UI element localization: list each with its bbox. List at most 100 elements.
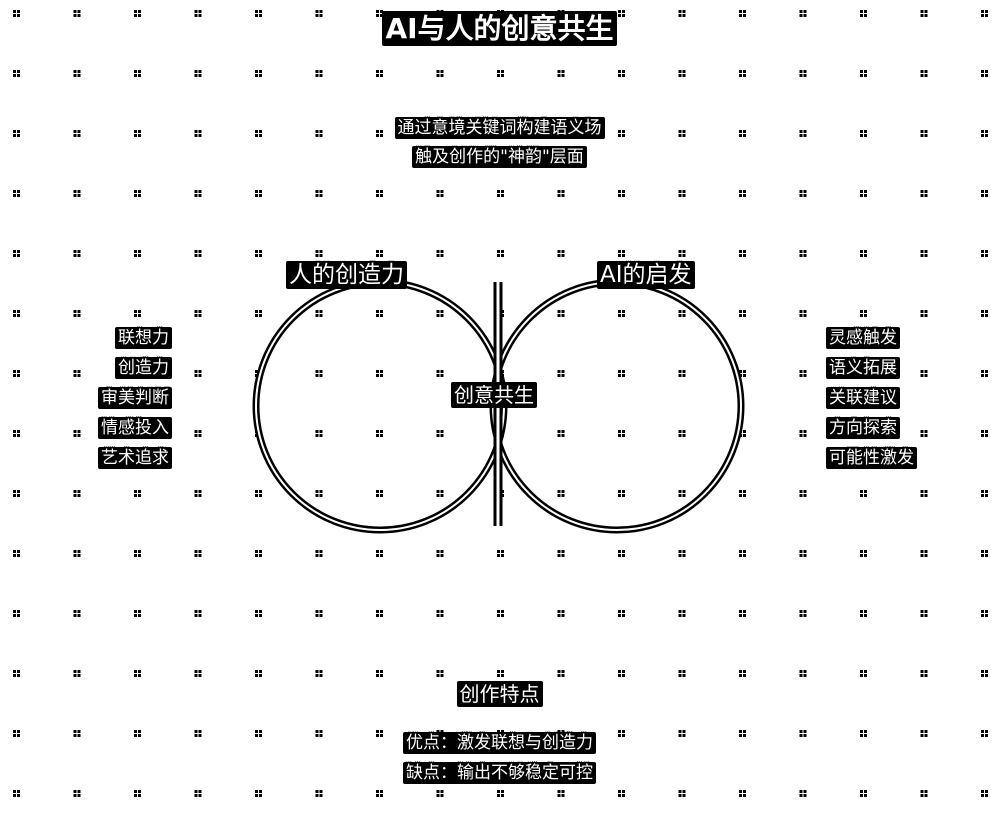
grid-dot xyxy=(860,250,867,257)
grid-dot xyxy=(436,70,444,77)
grid-dot xyxy=(73,730,81,737)
intro-line-1-text: 通过意境关键词构建语义场 xyxy=(394,117,605,139)
grid-dot xyxy=(618,670,625,677)
ai-trait-text: 灵感触发 xyxy=(826,327,900,349)
grid-dot xyxy=(739,490,746,497)
grid-dot xyxy=(920,490,928,497)
grid-dot xyxy=(920,670,928,677)
grid-dot xyxy=(739,610,746,617)
grid-dot xyxy=(13,610,20,617)
ai-trait-item: 关联建议 xyxy=(826,383,936,413)
grid-dot xyxy=(981,730,988,737)
grid-dot xyxy=(13,730,20,737)
grid-dot xyxy=(194,730,202,737)
grid-dot xyxy=(618,190,625,197)
grid-dot xyxy=(315,790,323,797)
grid-dot xyxy=(799,610,807,617)
grid-dot xyxy=(860,190,867,197)
grid-dot xyxy=(799,10,807,17)
grid-dot xyxy=(134,10,141,17)
grid-dot xyxy=(73,490,81,497)
grid-dot xyxy=(194,550,202,557)
grid-dot xyxy=(799,310,807,317)
grid-dot xyxy=(436,190,444,197)
grid-dot xyxy=(920,10,928,17)
grid-dot xyxy=(376,610,383,617)
grid-dot xyxy=(618,250,625,257)
human-trait-item: 情感投入 xyxy=(92,413,172,443)
page-title: AI与人的创意共生 xyxy=(0,11,999,46)
grid-dot xyxy=(73,10,81,17)
grid-dot xyxy=(255,130,262,137)
intro-line-2: 触及创作的"神韵"层面 xyxy=(0,146,999,168)
grid-dot xyxy=(73,190,81,197)
grid-dot xyxy=(799,550,807,557)
grid-dot xyxy=(920,310,928,317)
grid-dot xyxy=(13,130,20,137)
grid-dot xyxy=(255,490,262,497)
human-trait-text: 艺术追求 xyxy=(98,447,172,469)
grid-dot xyxy=(497,70,504,77)
grid-dot xyxy=(739,130,746,137)
grid-dot xyxy=(134,70,141,77)
overlap-label: 创意共生 xyxy=(451,382,537,408)
grid-dot xyxy=(315,250,323,257)
grid-dot xyxy=(315,190,323,197)
grid-dot xyxy=(678,130,686,137)
grid-dot xyxy=(678,610,686,617)
grid-dot xyxy=(13,490,20,497)
grid-dot xyxy=(315,10,323,17)
grid-dot xyxy=(134,490,141,497)
grid-dot xyxy=(436,370,444,377)
ai-trait-item: 语义拓展 xyxy=(826,353,936,383)
grid-dot xyxy=(618,610,625,617)
grid-dot xyxy=(73,130,81,137)
grid-dot xyxy=(73,790,81,797)
grid-dot xyxy=(920,70,928,77)
grid-dot xyxy=(73,430,81,437)
features-heading-text: 创作特点 xyxy=(456,681,543,707)
grid-dot xyxy=(194,370,202,377)
grid-dot xyxy=(315,370,323,377)
grid-dot xyxy=(920,250,928,257)
grid-dot xyxy=(73,550,81,557)
grid-dot xyxy=(860,130,867,137)
grid-dot xyxy=(981,490,988,497)
grid-dot xyxy=(920,790,928,797)
grid-dot xyxy=(376,70,383,77)
grid-dot xyxy=(557,670,565,677)
grid-dot xyxy=(557,430,565,437)
grid-dot xyxy=(315,670,323,677)
grid-dot xyxy=(739,670,746,677)
human-trait-text: 情感投入 xyxy=(98,417,172,439)
grid-dot xyxy=(739,790,746,797)
grid-dot xyxy=(981,70,988,77)
grid-dot xyxy=(436,310,444,317)
grid-dot xyxy=(739,550,746,557)
grid-dot xyxy=(497,610,504,617)
grid-dot xyxy=(799,490,807,497)
grid-dot xyxy=(134,790,141,797)
grid-dot xyxy=(436,250,444,257)
grid-dot xyxy=(860,790,867,797)
grid-dot xyxy=(315,490,323,497)
ai-circle-label: AI的启发 xyxy=(597,261,695,289)
ai-trait-text: 可能性激发 xyxy=(826,447,917,469)
grid-dot xyxy=(255,730,262,737)
grid-dot xyxy=(255,190,262,197)
human-trait-text: 创造力 xyxy=(115,357,172,379)
intro-line-1: 通过意境关键词构建语义场 xyxy=(0,117,999,139)
human-trait-item: 审美判断 xyxy=(92,383,172,413)
grid-dot xyxy=(255,610,262,617)
grid-dot xyxy=(194,10,202,17)
grid-dot xyxy=(255,550,262,557)
grid-dot xyxy=(134,250,141,257)
human-trait-text: 审美判断 xyxy=(98,387,172,409)
grid-dot xyxy=(557,610,565,617)
grid-dot xyxy=(436,550,444,557)
human-circle-label: 人的创造力 xyxy=(286,261,407,289)
ai-circle-label-text: AI的启发 xyxy=(597,261,695,289)
grid-dot xyxy=(194,670,202,677)
grid-dot xyxy=(678,670,686,677)
grid-dot xyxy=(618,430,625,437)
